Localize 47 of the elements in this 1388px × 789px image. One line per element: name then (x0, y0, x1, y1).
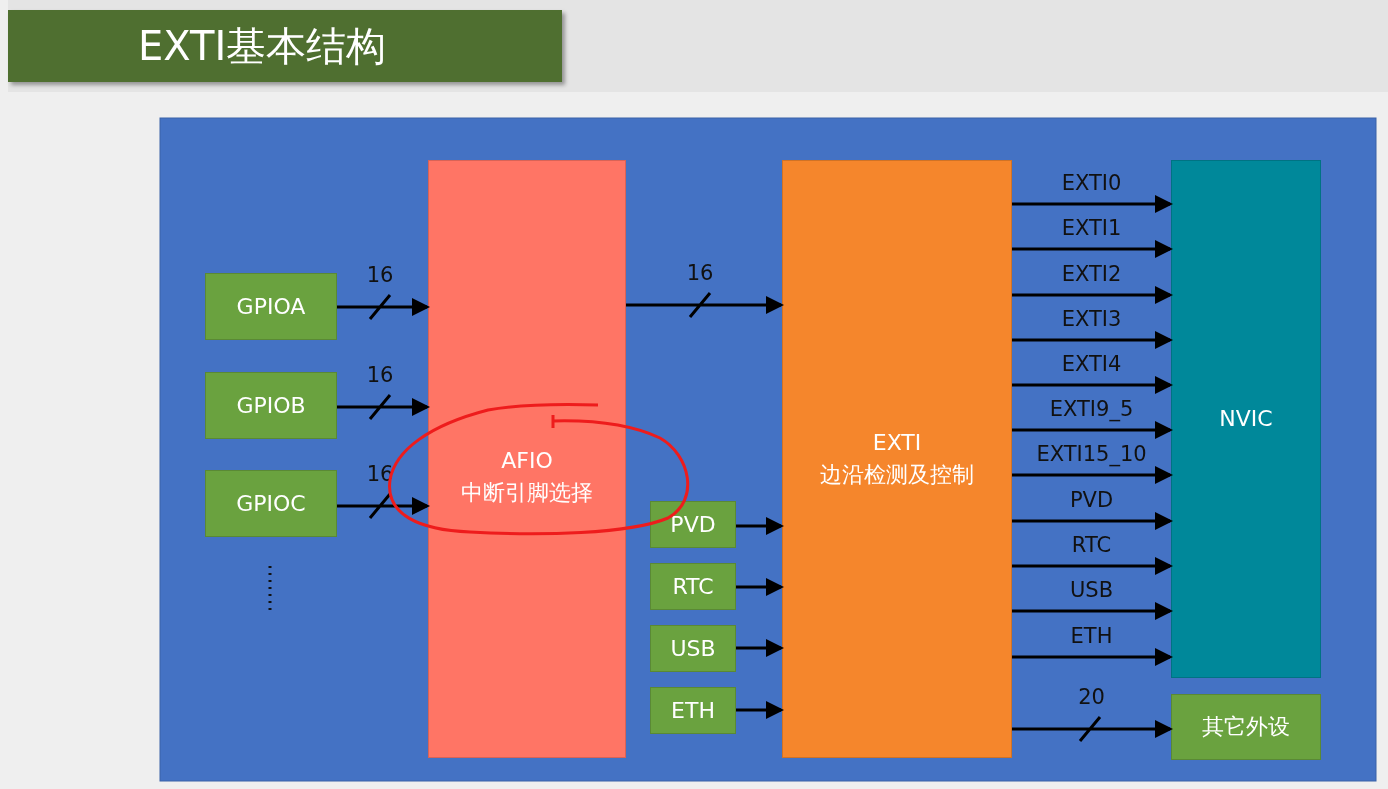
arrow (1012, 602, 1173, 620)
arrow (736, 578, 784, 596)
edge-label: 20 (1078, 685, 1105, 709)
afio-block: AFIO 中断引脚选择 (428, 160, 626, 758)
arrow (1012, 512, 1173, 530)
arrow (1012, 286, 1173, 304)
nvic-block: NVIC (1171, 160, 1321, 678)
gpio-box: GPIOB (205, 372, 337, 439)
arrow (1012, 195, 1173, 213)
source-box: ETH (650, 687, 736, 734)
arrow (1012, 240, 1173, 258)
edge-label: USB (1069, 578, 1114, 602)
arrow (1012, 648, 1173, 666)
edge-label: 16 (366, 263, 394, 287)
arrow (736, 517, 784, 535)
edge-label: EXTI3 (1061, 307, 1122, 331)
arrow (1012, 376, 1173, 394)
edge-label: 16 (366, 363, 394, 387)
arrow (1012, 331, 1173, 349)
arrow (335, 492, 430, 520)
edge-label: EXTI1 (1061, 216, 1122, 240)
arrow (1012, 557, 1173, 575)
arrow (736, 639, 784, 657)
source-box: USB (650, 625, 736, 672)
edge-label: EXTI15_10 (1036, 442, 1147, 466)
arrow (1012, 421, 1173, 439)
arrow (736, 701, 784, 719)
arrow (624, 291, 784, 319)
edge-label: ETH (1070, 624, 1113, 648)
arrow (335, 293, 430, 321)
arrow (335, 393, 430, 421)
peripheral-box: 其它外设 (1171, 694, 1321, 760)
gpio-box: GPIOC (205, 470, 337, 537)
source-box: PVD (650, 501, 736, 548)
edge-label: EXTI0 (1061, 171, 1122, 195)
edge-label: RTC (1071, 533, 1112, 557)
arrow (1012, 466, 1173, 484)
edge-label: EXTI9_5 (1049, 397, 1134, 421)
edge-label: PVD (1069, 488, 1114, 512)
edge-label: EXTI4 (1061, 352, 1122, 376)
arrow (1010, 715, 1173, 743)
edge-label: 16 (686, 261, 714, 285)
edge-label: EXTI2 (1061, 262, 1122, 286)
source-box: RTC (650, 563, 736, 610)
gpio-box: GPIOA (205, 273, 337, 340)
exti-block: EXTI 边沿检测及控制 (782, 160, 1012, 758)
title-banner: EXTI基本结构 (8, 10, 562, 82)
